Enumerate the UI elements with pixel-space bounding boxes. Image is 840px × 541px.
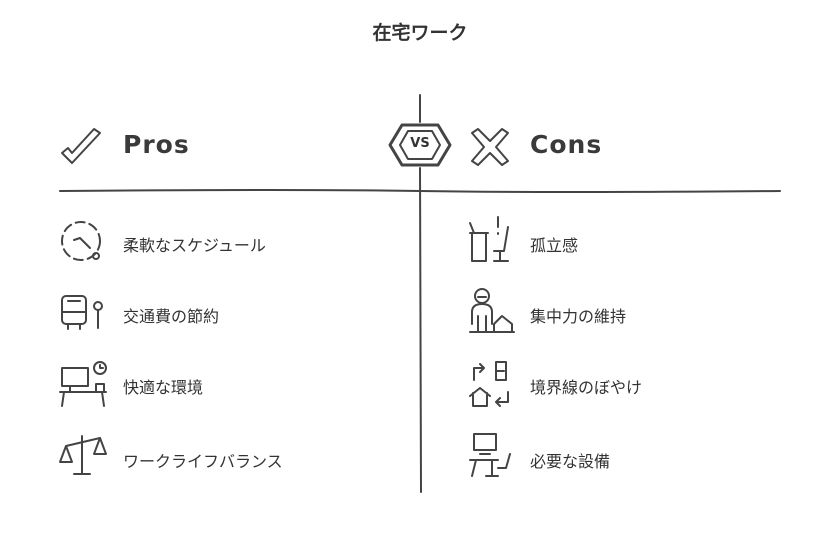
pros-item: 快適な環境 bbox=[123, 378, 204, 397]
page-title: 在宅ワーク bbox=[372, 22, 468, 44]
computer-chair-icon bbox=[469, 433, 511, 477]
vs-badge-icon bbox=[388, 123, 452, 167]
pros-item: 柔軟なスケジュール bbox=[123, 236, 266, 255]
pros-item: 交通費の節約 bbox=[123, 307, 220, 326]
cons-item: 必要な設備 bbox=[530, 452, 611, 471]
cons-item: 集中力の維持 bbox=[530, 307, 627, 326]
checkmark-icon bbox=[61, 128, 101, 164]
cross-icon bbox=[471, 128, 509, 166]
pros-heading: Pros bbox=[123, 130, 190, 159]
clock-icon bbox=[61, 221, 101, 261]
cons-heading: Cons bbox=[530, 130, 603, 159]
home-office-arrows-icon bbox=[469, 361, 509, 407]
pros-item: ワークライフバランス bbox=[123, 452, 283, 471]
balance-scale-icon bbox=[59, 435, 107, 475]
bus-icon bbox=[61, 295, 103, 330]
empty-desk-icon bbox=[469, 216, 509, 262]
cons-item: 孤立感 bbox=[530, 236, 579, 255]
home-desk-icon bbox=[59, 361, 107, 407]
cons-item: 境界線のぼやけ bbox=[530, 378, 643, 397]
vs-label: VS bbox=[410, 136, 430, 151]
person-home-icon bbox=[469, 288, 515, 333]
